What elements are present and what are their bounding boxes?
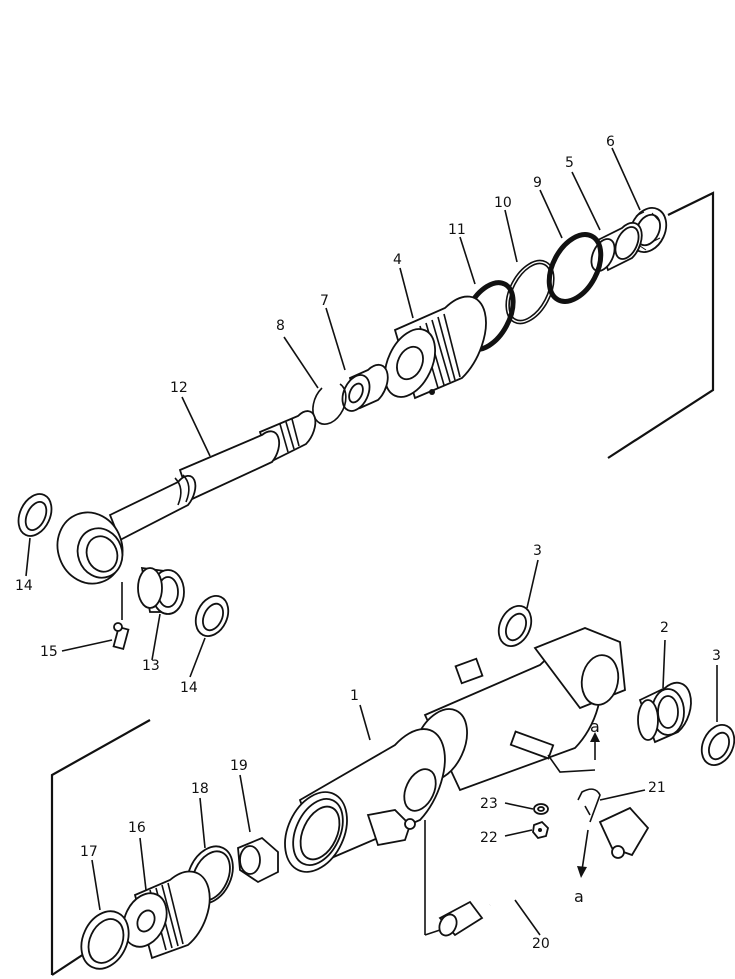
label-part-1: 1 <box>350 688 359 704</box>
part-4-piston <box>384 295 487 400</box>
label-part-12: 12 <box>170 380 188 396</box>
arrow-a-top <box>547 732 600 773</box>
label-part-15: 15 <box>40 644 58 660</box>
label-part-13: 13 <box>142 658 160 674</box>
callout-a-top: a <box>590 717 600 736</box>
callout-a-bottom: a <box>574 887 584 906</box>
label-part-22: 22 <box>480 830 498 846</box>
part-10-ring <box>505 259 555 325</box>
part-23-washer <box>533 803 549 815</box>
frame-bracket-top <box>607 191 715 459</box>
part-1-cylinder <box>284 728 446 873</box>
label-part-14b: 14 <box>180 680 198 696</box>
part-13-bushing <box>137 566 185 615</box>
label-part-4: 4 <box>393 252 402 268</box>
part-22-nut <box>532 820 549 840</box>
label-part-2: 2 <box>660 620 669 636</box>
label-part-17: 17 <box>80 844 98 860</box>
part-20-pipe <box>424 806 650 937</box>
label-part-11: 11 <box>448 222 466 238</box>
label-part-14a: 14 <box>15 578 33 594</box>
part-8-snap-ring <box>312 383 347 425</box>
part-14-seal-b <box>194 595 230 637</box>
part-3-seal-b <box>700 724 735 766</box>
label-part-10: 10 <box>494 195 512 211</box>
part-3-seal-a <box>497 605 533 647</box>
label-part-23: 23 <box>480 796 498 812</box>
part-7-nut <box>341 363 389 412</box>
part-21-u-bolt <box>577 788 601 823</box>
part-labels: 1 2 3 3 4 5 6 7 8 9 10 11 12 13 14 14 15… <box>15 134 721 952</box>
label-part-3a: 3 <box>533 543 542 559</box>
label-part-8: 8 <box>276 318 285 334</box>
label-part-7: 7 <box>320 293 329 309</box>
label-part-6: 6 <box>606 134 615 150</box>
part-12-rod <box>56 410 317 585</box>
label-part-9: 9 <box>533 175 542 191</box>
label-part-21: 21 <box>648 780 666 796</box>
label-part-19: 19 <box>230 758 248 774</box>
part-16-gland <box>122 870 211 960</box>
part-14-seal-a <box>17 493 53 537</box>
part-17-wiper <box>80 910 130 970</box>
part-19-nut <box>237 836 279 884</box>
label-part-5: 5 <box>565 155 574 171</box>
label-part-3b: 3 <box>712 648 721 664</box>
part-9-ring <box>546 232 604 304</box>
label-part-20: 20 <box>532 936 550 952</box>
label-part-16: 16 <box>128 820 146 836</box>
label-part-18: 18 <box>191 781 209 797</box>
part-15-grease-fitting <box>112 582 130 651</box>
leader-lines <box>25 147 718 936</box>
part-5-bushing <box>590 221 643 272</box>
part-2-bushing <box>637 681 692 744</box>
arrow-a-bottom <box>577 829 589 878</box>
